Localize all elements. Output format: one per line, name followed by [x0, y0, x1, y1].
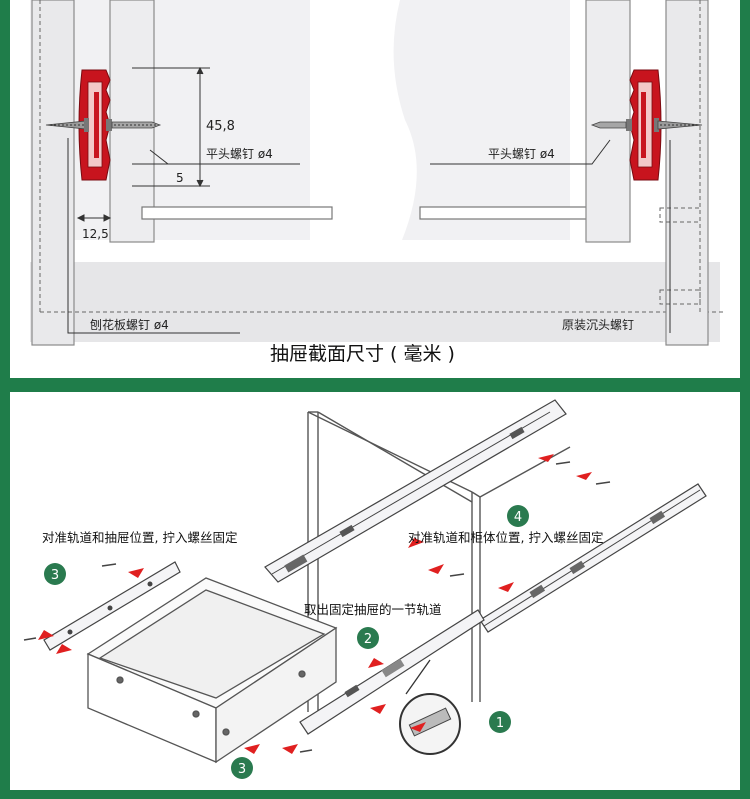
left-slide-bracket: [78, 69, 111, 181]
section-caption: 抽屉截面尺寸 ( 毫米 ): [270, 343, 455, 365]
leader-flat-screw-left: [149, 149, 300, 165]
cabinet-frame: [307, 411, 571, 712]
flat-screw-label-left: 平头螺钉 ø4: [206, 147, 273, 161]
step-text-align-drawer: 对准轨道和抽屉位置, 拧入螺丝固定: [42, 530, 237, 545]
rail-left-drawer: [43, 561, 181, 651]
left-drawer-bottom: [141, 206, 333, 220]
svg-text:2: 2: [364, 632, 372, 647]
step-badge-4: 4: [507, 505, 529, 527]
svg-text:3: 3: [51, 568, 59, 583]
left-flat-head-screw: [106, 119, 162, 131]
cabinet-bottom-band: [30, 262, 720, 342]
installation-diagram: 4 3 2 1 3 对准轨道和抽屉位置, 拧入螺丝固定 对准轨道和柜体位置, 拧…: [23, 399, 707, 779]
offset-dimension-label: 12,5: [82, 227, 109, 241]
rail-lower: [299, 609, 485, 735]
svg-text:1: 1: [496, 716, 504, 731]
flat-screw-label-right: 平头螺钉 ø4: [488, 147, 555, 161]
detail-magnifier: [399, 659, 461, 755]
installation-panel: 4 3 2 1 3 对准轨道和抽屉位置, 拧入螺丝固定 对准轨道和柜体位置, 拧…: [10, 392, 740, 790]
drawer-box: [86, 577, 338, 764]
offset-dimension: [76, 214, 112, 222]
right-cabinet-wall: [665, 0, 709, 346]
right-screw-hole-lower: [659, 289, 701, 305]
left-particleboard-screw: [45, 118, 89, 132]
svg-text:3: 3: [238, 762, 246, 777]
red-arrows: [38, 454, 592, 754]
step-text-remove-rail: 取出固定抽屉的一节轨道: [304, 602, 442, 617]
right-drawer-bottom: [419, 206, 593, 220]
svg-text:4: 4: [514, 510, 522, 525]
loose-screws: [23, 461, 611, 753]
left-cabinet-area: [30, 0, 310, 240]
step-badge-1: 1: [489, 711, 511, 733]
left-cabinet-wall: [31, 0, 75, 346]
inner-dimension-label: 5: [176, 171, 184, 185]
right-screw-hole-upper: [659, 207, 701, 223]
leader-particleboard-screw: [67, 138, 240, 334]
particleboard-screw-label: 刨花板螺钉 ø4: [90, 317, 169, 332]
break-gap: [310, 0, 346, 240]
rail-right-cabinet: [479, 483, 707, 633]
height-dimension-label: 45,8: [206, 119, 235, 134]
right-drawer-side: [585, 0, 631, 243]
step-badge-3-left: 3: [44, 563, 66, 585]
cross-section-diagram: 45,8 5 12,5 平头螺钉 ø4 平头螺钉 ø4 刨花板螺钉 ø4 原装沉…: [30, 0, 725, 365]
rail-upper-left: [264, 399, 567, 583]
leader-flat-screw-right: [430, 139, 611, 165]
right-drawer-area: [393, 0, 570, 240]
right-slide-bracket: [629, 69, 662, 181]
right-flat-head-screw: [590, 119, 632, 131]
step-badge-3-bottom: 3: [231, 757, 253, 779]
countersunk-screw-label: 原装沉头螺钉: [562, 318, 634, 332]
step-text-align-cabinet: 对准轨道和柜体位置, 拧入螺丝固定: [408, 530, 603, 545]
cross-section-panel: 45,8 5 12,5 平头螺钉 ø4 平头螺钉 ø4 刨花板螺钉 ø4 原装沉…: [10, 0, 740, 378]
step-badge-2: 2: [357, 627, 379, 649]
left-drawer-side: [109, 0, 155, 243]
right-countersunk-screw: [654, 118, 703, 132]
